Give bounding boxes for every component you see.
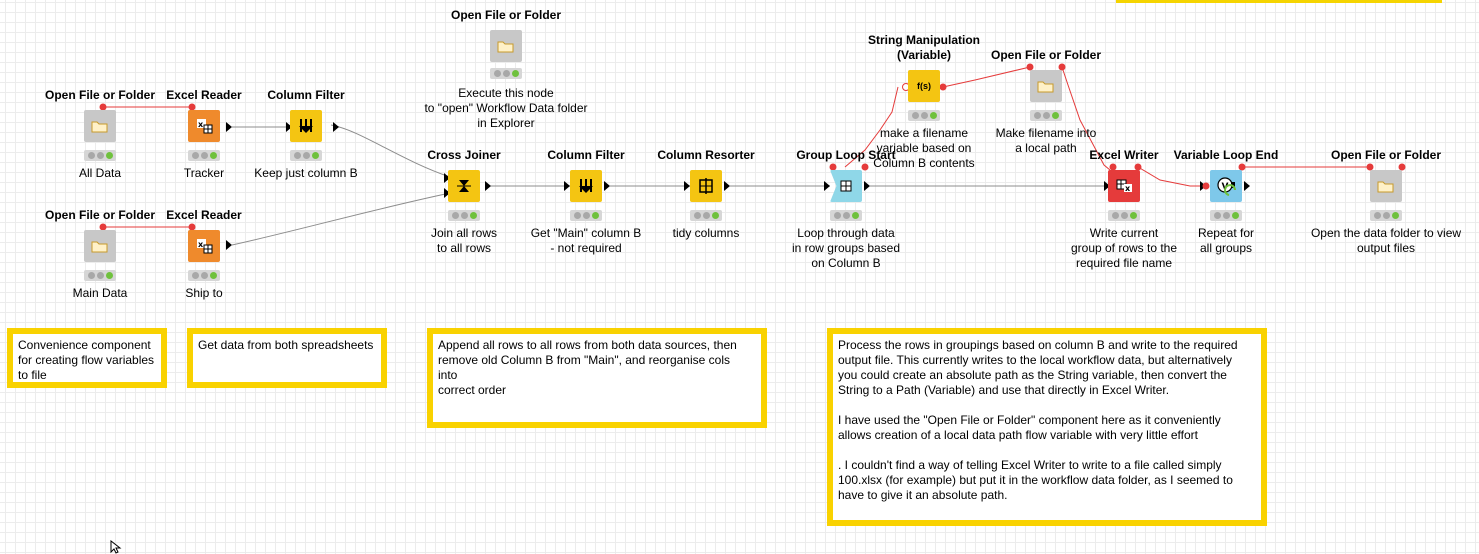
node-description: make a filename variable based on Column… [873,126,975,170]
annotation-append-rows[interactable]: Append all rows to all rows from both da… [427,328,767,428]
node-title: Open File or Folder [1330,148,1441,162]
node-description: Join all rows to all rows [430,226,498,255]
svg-text:x: x [198,120,204,129]
excel-reader-icon[interactable]: x [188,110,220,142]
variable-port [939,83,947,91]
node-title: Excel Reader [166,208,242,222]
port-arrow [1200,181,1206,191]
node-description: Write current group of rows to the requi… [1070,226,1178,270]
node-status-indicator [188,270,220,281]
node-title: Column Filter [267,88,345,102]
node-status-indicator [84,270,116,281]
node-description: All Data [78,166,122,180]
folder-icon[interactable] [84,110,116,142]
node-status-indicator [448,210,480,221]
string-manipulation-icon[interactable]: f(s) [908,70,940,102]
node-description: tidy columns [672,226,740,240]
variable-connection [942,66,1031,88]
node-status-indicator [84,150,116,161]
node-title: Excel Reader [166,88,242,102]
mouse-cursor-icon [110,540,122,554]
node-status-indicator [690,210,722,221]
folder-icon[interactable] [1370,170,1402,202]
node-title: Open File or Folder [450,8,561,22]
annotation-process-rows[interactable]: Process the rows in groupings based on c… [827,328,1267,526]
node-title: Column Resorter [657,148,755,162]
node-status-indicator [1370,210,1402,221]
folder-icon[interactable] [490,30,522,62]
node-title: Open File or Folder [990,48,1101,62]
node-description: Open the data folder to view output file… [1310,226,1462,255]
node-description: Loop through data in row groups based on… [791,226,901,270]
node-title: Open File or Folder [44,88,155,102]
node-description: Tracker [183,166,225,180]
node-description: Keep just column B [254,166,358,180]
node-status-indicator [908,110,940,121]
group-loop-start-icon[interactable] [830,170,862,202]
node-description: Main Data [72,286,128,300]
port-arrow [824,181,830,191]
node-title: String Manipulation (Variable) [868,33,980,62]
variable-port [1202,182,1210,190]
node-title: Group Loop Start [796,148,896,162]
port-arrow [333,122,339,132]
node-status-indicator [1108,210,1140,221]
node-status-indicator [1030,110,1062,121]
annotation-get-data[interactable]: Get data from both spreadsheets [187,328,387,388]
port-arrow [226,122,232,132]
node-status-indicator [188,150,220,161]
excel-reader-icon[interactable]: x [188,230,220,262]
node-description: Ship to [185,286,223,300]
node-description: Repeat for all groups [1197,226,1255,255]
node-title: Excel Writer [1089,148,1159,162]
cross-joiner-icon[interactable] [448,170,480,202]
column-filter-icon[interactable] [570,170,602,202]
node-title: Variable Loop End [1173,148,1279,162]
annotation-convenience-component[interactable]: Convenience component for creating flow … [7,328,167,388]
node-status-indicator [830,210,862,221]
node-title: Column Filter [547,148,625,162]
port-arrow [864,181,870,191]
svg-text:x: x [198,240,204,249]
port-arrow [226,240,232,250]
node-description: Make filename into a local path [995,126,1097,155]
node-title: Cross Joiner [427,148,501,162]
node-status-indicator [570,210,602,221]
folder-icon[interactable] [84,230,116,262]
folder-icon[interactable] [1030,70,1062,102]
port-arrow [485,181,491,191]
node-description: Execute this node to "open" Workflow Dat… [424,86,588,130]
node-status-indicator [1210,210,1242,221]
port-arrow [1244,181,1250,191]
port-arrow [724,181,730,191]
column-resorter-icon[interactable] [690,170,722,202]
variable-connection [1137,166,1206,187]
excel-writer-icon[interactable]: x [1108,170,1140,202]
node-title: Open File or Folder [44,208,155,222]
svg-text:x: x [1125,184,1131,193]
column-filter-icon[interactable] [290,110,322,142]
node-description: Get "Main" column B - not required [530,226,642,255]
top-accent-bar [1116,0,1442,3]
port-arrow [604,181,610,191]
variable-loop-end-icon[interactable]: V [1210,170,1242,202]
node-status-indicator [490,68,522,79]
node-status-indicator [290,150,322,161]
